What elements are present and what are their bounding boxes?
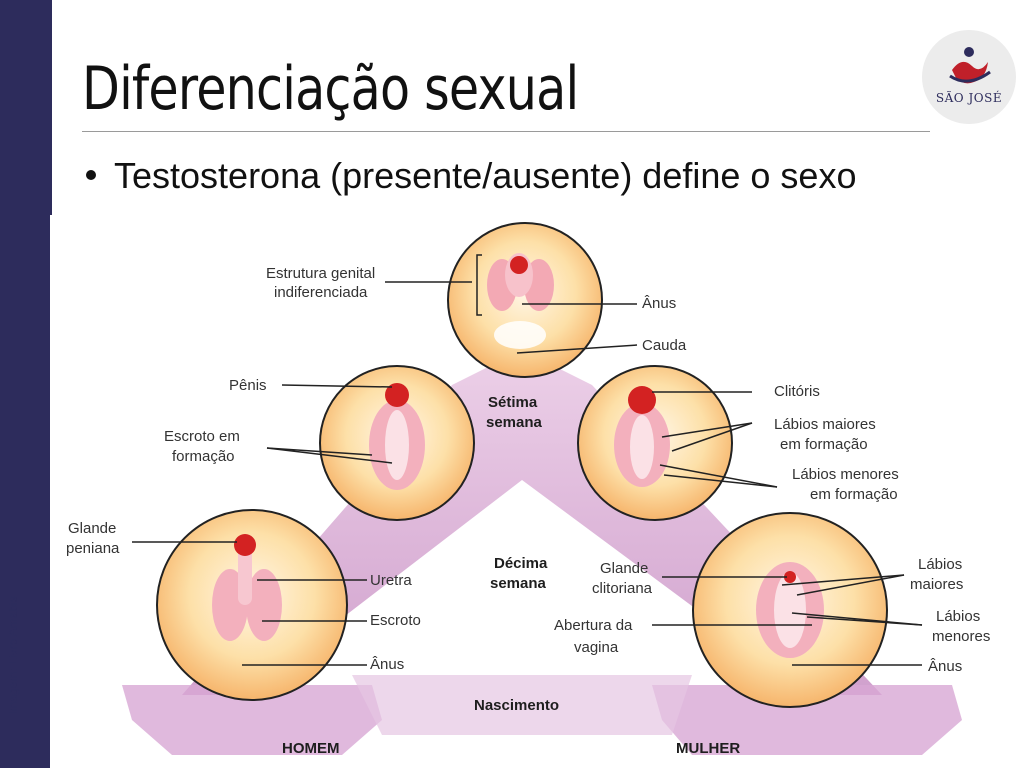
logo-text: SÃO JOSÉ — [935, 91, 1003, 105]
title-divider — [82, 131, 930, 132]
bullet-point: Testosterona (presente/ausente) define o… — [82, 155, 856, 197]
label-penis: Pênis — [229, 377, 267, 394]
label-clitoris: Clitóris — [774, 383, 820, 400]
left-accent-bar-edge — [50, 0, 52, 215]
label-maiores: maiores — [910, 576, 963, 593]
label-nascimento: Nascimento — [474, 697, 559, 714]
left-accent-bar — [0, 0, 50, 768]
label-homem: HOMEM — [282, 740, 340, 757]
label-peniana: peniana — [66, 540, 120, 557]
bullet-text: Testosterona (presente/ausente) define o… — [114, 155, 857, 196]
label-uretra: Uretra — [370, 572, 412, 589]
label-anus-male: Ânus — [370, 656, 404, 673]
stage-male-birth-circle — [156, 509, 348, 701]
label-semana-10: semana — [490, 575, 547, 592]
label-mulher: MULHER — [676, 740, 740, 757]
label-estrutura-genital: Estrutura genital — [266, 265, 375, 282]
label-em-formacao-menores: em formação — [810, 486, 898, 503]
label-escroto: Escroto — [370, 612, 421, 629]
label-escroto-em: Escroto em — [164, 428, 240, 445]
stage-female-seventh-circle — [577, 365, 733, 521]
label-formacao-escroto: formação — [172, 448, 235, 465]
sexual-differentiation-diagram: Estrutura genital indiferenciada Ânus Ca… — [66, 222, 990, 757]
label-abertura: Abertura da — [554, 617, 633, 634]
label-vagina: vagina — [574, 639, 619, 656]
image-credit: Imagem: Livro Amabis — [6, 596, 20, 715]
school-logo: SÃO JOSÉ — [922, 30, 1016, 124]
stage-male-seventh-circle — [319, 365, 475, 521]
label-decima: Décima — [494, 555, 548, 572]
label-em-formacao-maiores: em formação — [780, 436, 868, 453]
label-labios-2: Lábios — [936, 608, 980, 625]
stage-indifferent-circle — [447, 222, 603, 378]
label-clitoriana: clitoriana — [592, 580, 653, 597]
label-leader-lines — [132, 254, 923, 666]
label-anus-top: Ânus — [642, 295, 676, 312]
label-menores: menores — [932, 628, 990, 645]
label-glande-clit: Glande — [600, 560, 648, 577]
school-emblem-icon — [949, 47, 991, 84]
label-glande: Glande — [68, 520, 116, 537]
stage-female-birth-circle — [692, 512, 888, 708]
label-labios-menores-form: Lábios menores — [792, 466, 899, 483]
label-labios-1: Lábios — [918, 556, 962, 573]
label-labios-maiores-form: Lábios maiores — [774, 416, 876, 433]
label-indiferenciada: indiferenciada — [274, 284, 368, 301]
label-semana-7: semana — [486, 414, 543, 431]
bullet-dot-icon — [86, 170, 96, 181]
label-setima: Sétima — [488, 394, 538, 411]
slide-title: Diferenciação sexual — [82, 54, 579, 124]
label-anus-female: Ânus — [928, 658, 962, 675]
label-cauda: Cauda — [642, 337, 687, 354]
